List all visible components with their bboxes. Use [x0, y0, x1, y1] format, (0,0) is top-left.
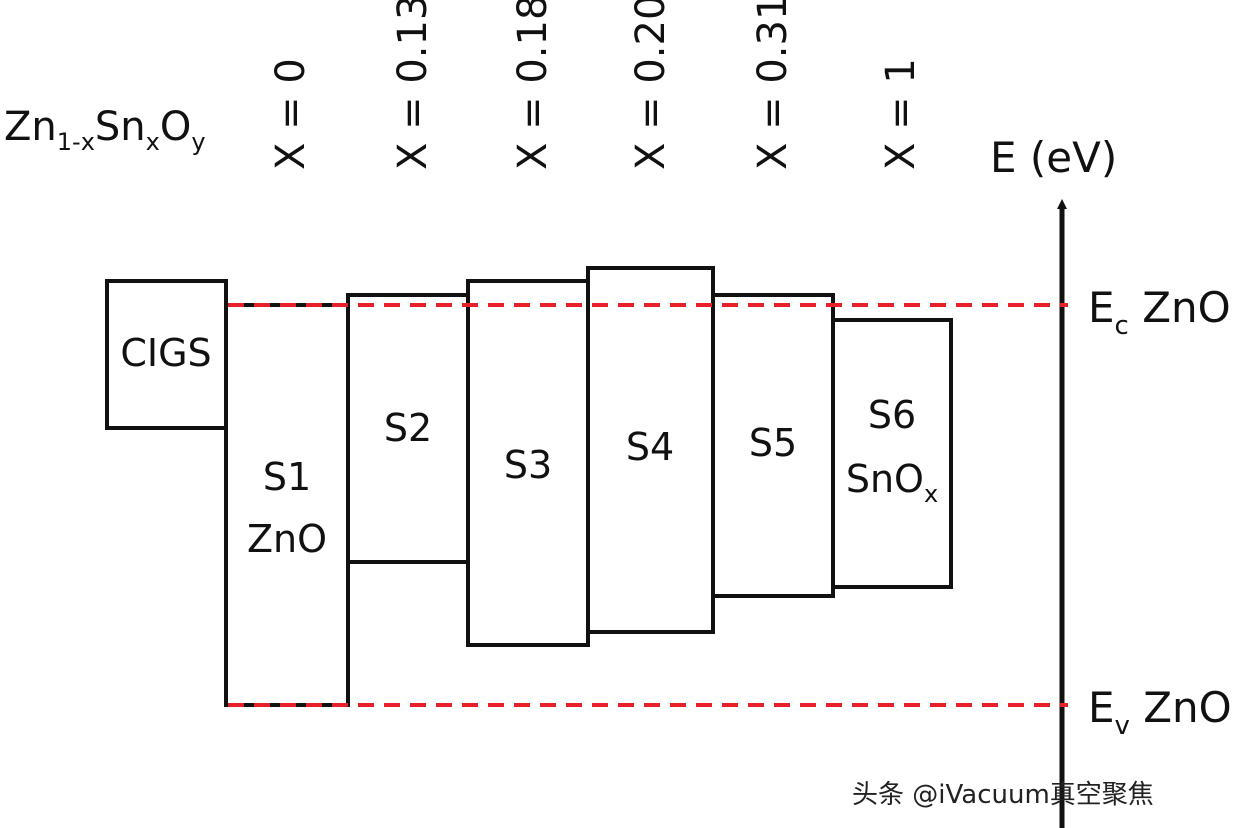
box-label-cigs: CIGS — [120, 331, 211, 375]
box-label-s2: S2 — [384, 406, 432, 450]
box-s1 — [224, 303, 350, 707]
x-label-0: X = 0 — [268, 58, 314, 170]
x-label-2: X = 0.18 — [510, 0, 556, 170]
ec-zno-label: Ec ZnO — [1088, 283, 1231, 341]
energy-axis-label: E (eV) — [990, 133, 1117, 182]
watermark-text: 头条 @iVacuum真空聚焦 — [852, 780, 1154, 810]
box-label-s5: S5 — [749, 421, 797, 465]
box-label-s1-material: ZnO — [247, 517, 327, 561]
x-label-5: X = 1 — [878, 58, 924, 170]
box-label-s6: S6 — [868, 393, 916, 437]
formula-label: Zn1-xSnxOy — [4, 104, 206, 156]
box-label-s6-material: SnOx — [846, 457, 938, 508]
x-label-3: X = 0.20 — [628, 0, 674, 170]
ev-zno-label: Ev ZnO — [1088, 683, 1232, 741]
x-label-1: X = 0.13 — [390, 0, 436, 170]
x-label-4: X = 0.31 — [750, 0, 796, 170]
box-s6 — [831, 318, 953, 589]
box-label-s4: S4 — [626, 425, 674, 469]
box-label-s3: S3 — [504, 443, 552, 487]
box-label-s1: S1 — [263, 455, 311, 499]
